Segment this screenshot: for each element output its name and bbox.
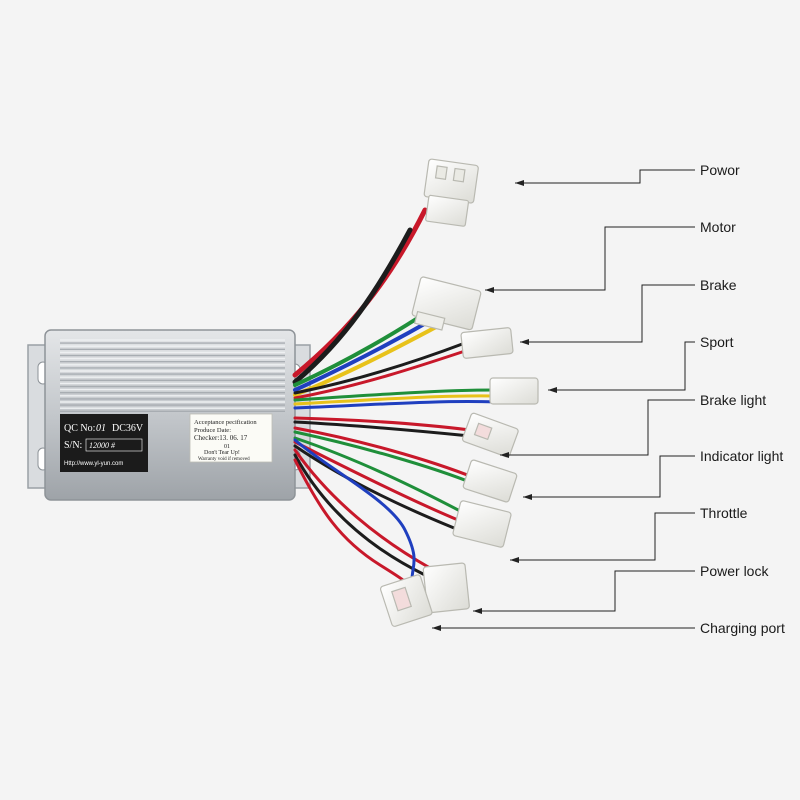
indicator-connector: [462, 459, 518, 503]
callout-label: Charging port: [700, 620, 785, 636]
arrow-icon: [523, 494, 532, 500]
arrow-icon: [485, 287, 494, 293]
callout-line: [515, 169, 695, 184]
power-connector: [423, 158, 479, 227]
sticker-line: Checker:13. 06. 17: [194, 434, 248, 442]
arrow-icon: [515, 180, 524, 186]
callout-label: Indicator light: [700, 448, 784, 464]
arrow-icon: [473, 608, 482, 614]
callout-label: Motor: [700, 219, 736, 235]
sticker-line: Warranty void if removed: [198, 457, 250, 462]
qc-label: QC No:: [64, 423, 95, 434]
sticker-line: Produce Date:: [194, 427, 231, 434]
callout-label: Throttle: [700, 505, 748, 521]
callout-line: [473, 570, 695, 612]
callout-line: [520, 284, 695, 343]
throttle-connector: [452, 500, 512, 548]
arrow-icon: [520, 339, 529, 345]
brake-light-connector: [461, 412, 519, 458]
callout-line: [510, 512, 695, 561]
sticker-line: Don't Tear Up!: [204, 450, 240, 456]
acceptance-sticker: Acceptance pecification Produce Date: Ch…: [189, 413, 273, 463]
sn-label: S/N:: [64, 440, 82, 451]
callout-line: [485, 226, 695, 291]
callout-leaders: [432, 169, 695, 631]
arrow-icon: [432, 625, 441, 631]
sticker-title: Acceptance pecification: [194, 419, 257, 426]
sn-value: 12000 #: [89, 441, 116, 450]
qc-value: 01: [96, 423, 106, 434]
callout-label: Brake light: [700, 392, 767, 408]
callout-line: [523, 455, 695, 498]
website-url: Http://www.yl-yun.com: [64, 461, 123, 467]
arrow-icon: [548, 387, 557, 393]
callout-label: Brake: [700, 277, 737, 293]
charging-port-connector: [379, 574, 433, 627]
arrow-icon: [510, 557, 519, 563]
sport-connector: [489, 377, 539, 405]
brake-connector: [460, 327, 514, 359]
callout-line: [500, 399, 695, 456]
callout-label: Power lock: [700, 563, 769, 579]
cooling-fins: [60, 339, 285, 412]
motor-connector: [411, 276, 482, 331]
callout-line: [548, 341, 695, 391]
connectors: [379, 158, 539, 627]
callout-label: Powor: [700, 162, 740, 178]
sticker-line: 01: [224, 444, 230, 450]
voltage-label: DC36V: [112, 423, 144, 434]
callout-label: Sport: [700, 334, 734, 350]
arrow-icon: [500, 452, 509, 458]
product-label: QC No: 01 DC36V S/N: 12000 # Http://www.…: [60, 414, 148, 472]
